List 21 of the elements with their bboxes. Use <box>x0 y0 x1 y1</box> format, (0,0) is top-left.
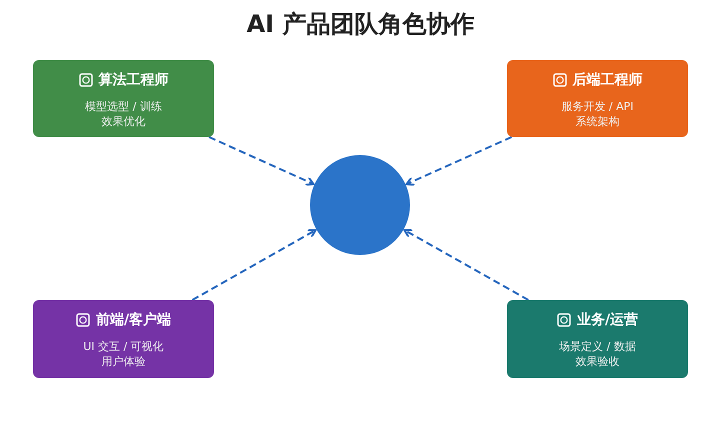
role-card <box>33 300 214 378</box>
arrow <box>403 229 529 301</box>
card-text: 效果验收 <box>576 354 620 369</box>
role-card <box>33 60 214 137</box>
card-heading: 后端工程师 <box>572 71 642 89</box>
arrow <box>406 136 512 186</box>
card-text: 服务开发 / API <box>561 99 634 114</box>
card-text: 系统架构 <box>576 114 620 129</box>
card-heading: 前端/客户端 <box>96 311 172 329</box>
card-text: 模型选型 / 训练 <box>85 99 162 114</box>
card-text: UI 交互 / 可视化 <box>83 339 164 354</box>
role-card <box>507 300 688 378</box>
card-heading: 算法工程师 <box>98 71 168 89</box>
arrow <box>208 136 314 186</box>
card-text: 场景定义 / 数据 <box>559 339 636 354</box>
card-heading: 业务/运营 <box>576 311 638 329</box>
role-card <box>507 60 688 137</box>
card-text: 效果优化 <box>102 114 146 129</box>
arrow <box>192 229 317 301</box>
card-text: 用户体验 <box>102 354 146 369</box>
title: AI 产品团队角色协作 <box>246 9 476 40</box>
